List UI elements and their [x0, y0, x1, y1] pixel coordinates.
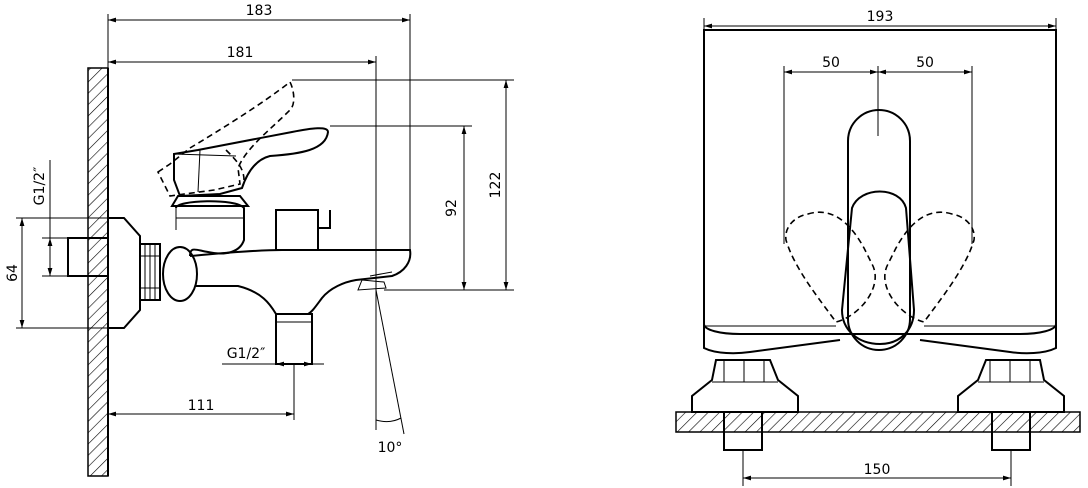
bottom-outlet: [275, 313, 313, 420]
wall-flange: [67, 217, 161, 329]
front-handle: [785, 109, 975, 351]
dim-thread-inlet: G1/2″: [32, 167, 48, 206]
dim-angle: 10°: [378, 440, 403, 456]
dim-thread-outlet: G1/2″: [227, 346, 266, 362]
body-nut: [162, 246, 198, 302]
dim-wall-offset: 111: [188, 398, 215, 414]
dim-overall-width: 183: [246, 3, 273, 19]
lever-handle-raised: [156, 80, 295, 197]
dim-spout-height: 92: [444, 199, 460, 217]
dim-inlet-center: 64: [5, 264, 21, 282]
dim-inlet-spacing: 150: [864, 462, 891, 478]
dim-handle-left: 50: [822, 55, 840, 71]
front-body: [703, 29, 1057, 355]
dim-spout-reach: 181: [227, 45, 254, 61]
wall-section: [87, 67, 109, 477]
front-dimension-lines: [703, 18, 1057, 486]
dimension-lines: [16, 14, 514, 435]
dim-handle-right: 50: [916, 55, 934, 71]
dim-body-width: 193: [867, 9, 894, 25]
inlet-right: [957, 359, 1065, 451]
inlet-left: [691, 359, 799, 451]
lever-handle: [173, 127, 330, 198]
dim-total-height: 122: [488, 172, 504, 199]
side-view: 183 181 122 92 64 G1/2″ G1/2″ 111 10°: [5, 3, 514, 477]
front-view: 193 50 50 150: [675, 9, 1081, 486]
countertop: [675, 411, 1081, 433]
mixer-body: [170, 195, 412, 315]
